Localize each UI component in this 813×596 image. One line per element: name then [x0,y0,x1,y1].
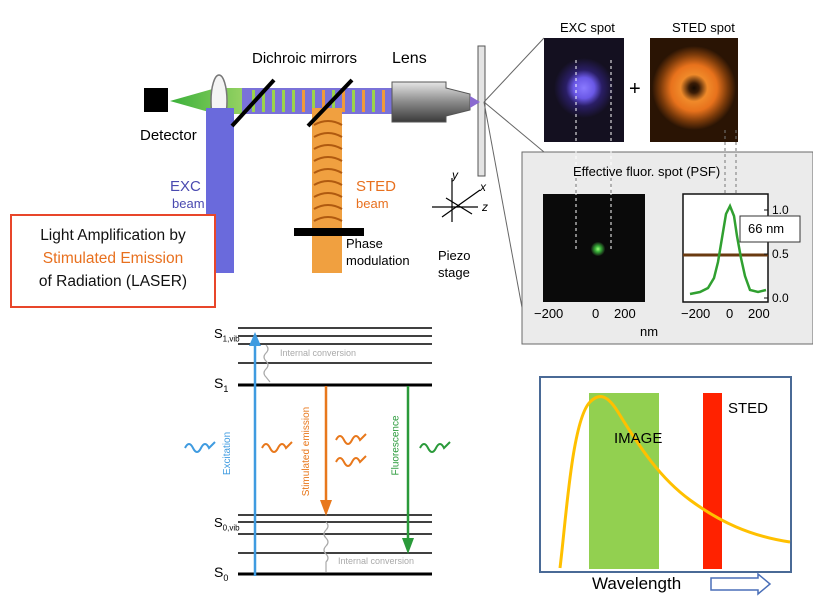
psf-profile-curve [689,202,767,296]
lens-label: Lens [392,50,427,67]
axis-y-label: y [452,168,458,182]
phase-label-1: Phase [346,236,383,251]
exc-beam-label-1: EXC [170,178,201,195]
exc-spot-title: EXC spot [560,20,615,35]
psf-tick-right-1: −200 [681,306,711,321]
psf-profile-plot [682,193,769,303]
sted-phase-waves [313,120,343,222]
internal-conversion-squiggle-top [263,344,271,383]
laser-definition-box: Light Amplification by Stimulated Emissi… [10,214,216,308]
psf-tick-left-1: −200 [534,306,564,321]
psf-tick-right-2: 0 [726,306,734,321]
stimulated-emission-label: Stimulated emission [301,406,313,497]
excitation-label: Excitation [222,431,234,476]
image-band-label: IMAGE [614,430,663,447]
level-s0vib-label: S0,vib [214,515,240,533]
psf-ytick-1: 1.0 [772,203,789,217]
axis-x-label: x [480,180,486,194]
dichroic-mirrors-label: Dichroic mirrors [252,50,357,67]
dichroic-mirror-1 [230,78,276,128]
psf-tick-right-3: 200 [748,306,770,321]
fwhm-label: 66 nm [748,221,785,236]
psf-ytick-2: 0.5 [772,247,789,261]
sted-laser-line [703,393,722,569]
photon-excitation-icon [184,441,216,453]
psf-unit: nm [640,324,659,339]
sted-beam-label-2: beam [356,196,389,211]
level-s1-label: S1 [214,375,229,394]
detector-block [144,88,168,112]
piezo-axes [432,178,481,222]
fluorescence-label: Fluorescence [390,415,402,476]
level-s0-label: S0 [214,564,229,583]
internal-conversion-top-label: Internal conversion [280,348,357,358]
laser-line-2: Stimulated Emission [42,250,184,267]
photon-stimulated-out1-icon [335,433,367,445]
sted-beam-label-1: STED [356,178,397,195]
jablonski-levels [238,327,432,576]
sted-spot-title: STED spot [672,20,735,35]
psf-tick-left-2: 0 [592,306,600,321]
sted-line-label: STED [728,400,769,417]
laser-line-1: Light Amplification by [40,227,186,244]
phase-label-2: modulation [346,253,410,268]
fwhm-box [739,215,801,243]
axis-z-label: z [482,200,488,214]
internal-conversion-bottom-label: Internal conversion [338,556,415,566]
wavelength-arrow-icon [710,572,772,596]
psf-ytick-3: 0.0 [772,291,789,305]
objective-lens [391,81,471,123]
photon-fluorescence-icon [419,441,451,453]
internal-conversion-squiggle-bottom [323,521,329,572]
photon-stimulated-in-icon [261,441,293,453]
dichroic-mirror-2 [306,78,354,128]
plus-sign: + [629,78,641,100]
wavelength-label: Wavelength [592,574,682,593]
phase-plate [294,228,364,236]
psf-title: Effective fluor. spot (PSF) [573,164,721,179]
photon-stimulated-out2-icon [335,455,367,467]
detector-label: Detector [140,127,197,144]
piezo-label-2: stage [438,265,470,280]
emission-spectrum-curve [558,395,791,569]
sample-plate [477,45,486,177]
piezo-label-1: Piezo [438,248,471,263]
laser-line-3: of Radiation (LASER) [38,273,188,290]
level-s1vib-label: S1,vib [214,326,240,344]
psf-tick-left-3: 200 [614,306,636,321]
exc-beam-label-2: beam [172,196,205,211]
